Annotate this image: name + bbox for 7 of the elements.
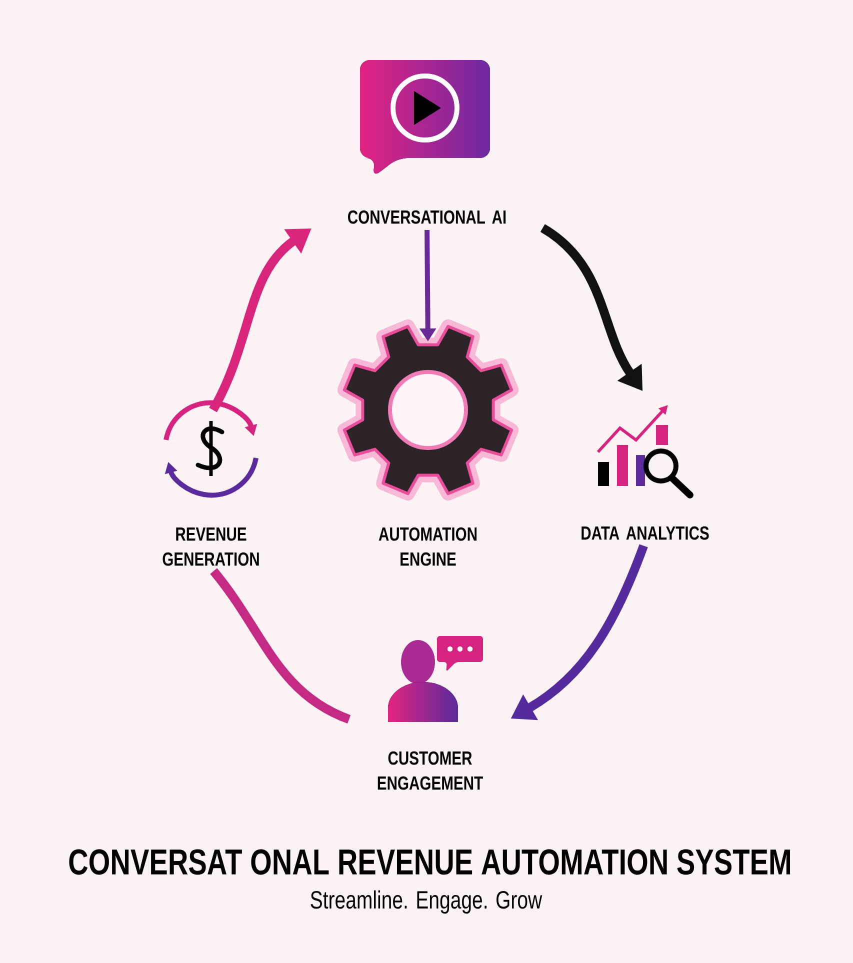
node-label: CONVERSATIONAL AI [348,210,506,224]
node-label: DATA ANALYTICS [582,526,709,540]
node-label: REVENUE GENERATION [162,528,259,566]
subtitle: Streamline. Engage. Grow [310,890,542,914]
node-label: CUSTOMER ENGAGEMENT [378,751,483,790]
title: CONVERSAT ONAL REVENUE AUTOMATION SYSTEM [69,849,790,875]
node-label: AUTOMATION ENGINE [378,527,477,566]
